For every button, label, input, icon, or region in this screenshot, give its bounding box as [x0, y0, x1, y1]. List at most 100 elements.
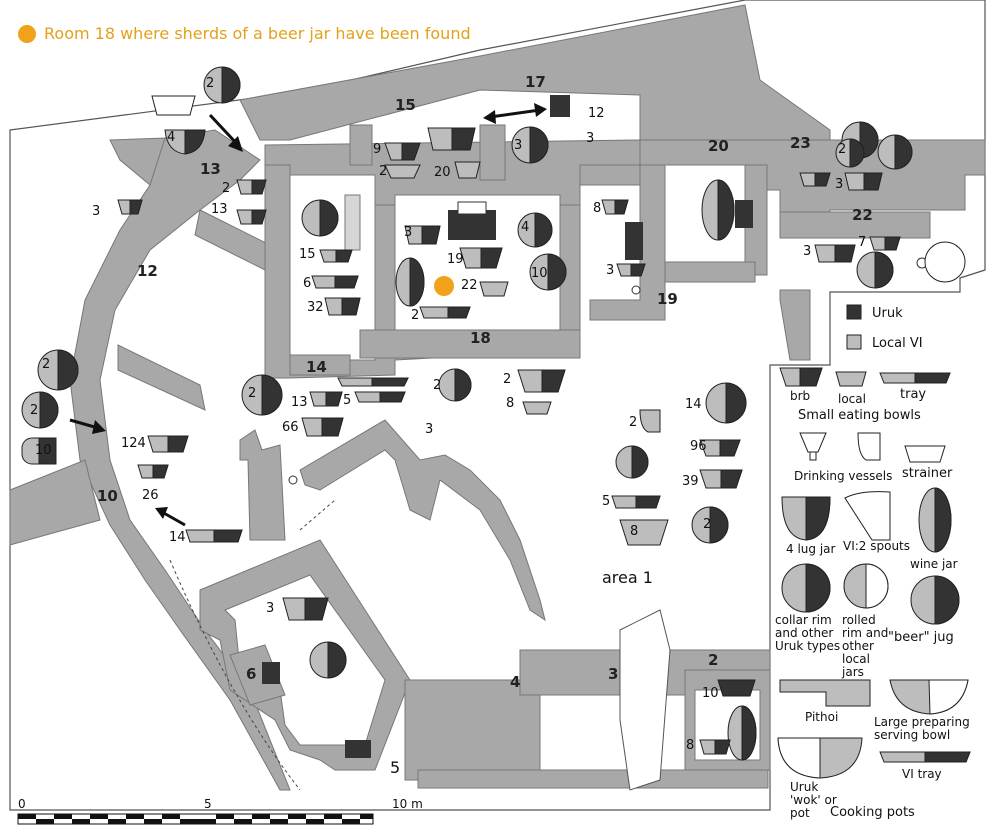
scale-bar	[17, 813, 374, 825]
legend-local: Local VI	[872, 336, 923, 351]
wall-13a	[109, 137, 166, 186]
beer-jar-marker	[434, 276, 454, 296]
legend-large-bowl: Large preparing serving bowl	[874, 715, 970, 742]
count-label: 2	[411, 308, 420, 323]
boundary-dashed	[169, 559, 301, 791]
room-18-label: 18	[470, 329, 491, 347]
count-label: 14	[169, 530, 186, 545]
area-1-label: area 1	[602, 568, 653, 587]
count-label: 3	[803, 244, 812, 259]
count-label: 3	[92, 204, 101, 219]
scale-five: 5	[204, 797, 212, 811]
posthole-19	[631, 285, 641, 295]
arrow-10	[69, 418, 99, 430]
scale-ten: 10 m	[392, 797, 423, 811]
room-5-label: 5	[390, 758, 401, 777]
legend-wok: Uruk 'wok' or pot	[790, 780, 837, 820]
count-label: 3	[514, 138, 523, 153]
beer-jar-legend: Room 18 where sherds of a beer jar have …	[18, 24, 471, 43]
scale-zero: 0	[18, 797, 26, 811]
count-label: 32	[307, 300, 324, 315]
count-label: 6	[303, 276, 312, 291]
bench	[344, 194, 361, 251]
count-label: 3	[835, 177, 844, 192]
count-label: 2	[838, 142, 847, 157]
count-label: 2	[629, 415, 638, 430]
legend-tray: tray	[900, 387, 927, 402]
arrow-17	[489, 108, 541, 119]
legend-strainer: strainer	[902, 466, 953, 481]
count-label: 13	[211, 202, 228, 217]
count-label: 19	[447, 252, 464, 267]
count-label: 3	[586, 131, 595, 146]
legend-small-eating-bowls: Small eating bowls	[798, 408, 921, 423]
curved-corridor-12	[69, 129, 291, 791]
hearth-19	[448, 210, 496, 240]
count-label: 2	[503, 372, 512, 387]
room-10-label: 10	[97, 487, 118, 505]
room-3-label: 3	[608, 665, 619, 683]
count-label: 66	[282, 420, 299, 435]
room-14-label: 14	[306, 358, 327, 376]
hearth-20	[735, 200, 753, 228]
count-label: 8	[506, 396, 515, 411]
legend-cooking-pots: Cooking pots	[830, 805, 915, 820]
count-label: 10	[702, 686, 719, 701]
count-label: 39	[682, 474, 699, 489]
room-6-inner	[229, 644, 286, 706]
wall-east-spur	[779, 289, 811, 361]
hearth-17	[550, 95, 570, 117]
count-label: 7	[858, 235, 867, 250]
room-4-label: 4	[510, 673, 521, 691]
bowl-glyphs	[117, 95, 901, 755]
hearth-5	[345, 740, 371, 758]
wall-10	[9, 459, 101, 546]
wall-12-cross	[117, 344, 206, 411]
beer-jar-legend-text: Room 18 where sherds of a beer jar have …	[44, 24, 471, 43]
count-label: 10	[35, 443, 52, 458]
count-label: 5	[343, 393, 352, 408]
count-label: 8	[686, 738, 695, 753]
hearth-19b	[625, 222, 643, 260]
room-4-block	[404, 679, 541, 781]
legend-uruk: Uruk	[872, 306, 903, 321]
count-label: 3	[404, 225, 413, 240]
legend-beer-jug: "beer" jug	[888, 630, 954, 645]
legend-collar-rim: collar rim and other Uruk types	[775, 613, 841, 653]
wall-19-east	[589, 164, 666, 321]
room-6-interior	[224, 574, 386, 746]
wall-divider-1	[479, 124, 506, 181]
swatch-local	[846, 334, 862, 350]
count-label: 2	[206, 76, 215, 91]
wall-sliver	[239, 429, 286, 541]
wall-22	[779, 211, 931, 239]
vessel-glyphs	[21, 66, 966, 761]
legend-drinking-vessels: Drinking vessels	[794, 469, 893, 483]
legend-wine-jar: wine jar	[910, 557, 958, 571]
count-label: 26	[142, 488, 159, 503]
count-label: 2	[703, 517, 712, 532]
orange-dot-icon	[18, 24, 36, 43]
count-label: 9	[373, 142, 382, 157]
count-label: 96	[690, 439, 707, 454]
arrow-26	[161, 510, 186, 527]
count-label: 2	[433, 378, 442, 393]
legend-brb: brb	[790, 389, 811, 403]
count-label: 8	[593, 201, 602, 216]
room-20-label: 20	[708, 137, 729, 155]
room-23-label: 23	[790, 134, 811, 152]
legend-spouts: VI:2 spouts	[843, 539, 911, 553]
room-17-label: 17	[525, 73, 546, 91]
hearth-6	[262, 662, 280, 684]
swatch-uruk	[846, 304, 862, 320]
count-label: 13	[291, 395, 308, 410]
wall-14	[289, 354, 351, 376]
legend-pithoi: Pithoi	[805, 710, 839, 724]
count-label: 4	[167, 130, 176, 145]
legend-local-bowl: local	[838, 392, 866, 406]
count-label: 5	[602, 494, 611, 509]
room-19-label: 19	[657, 290, 678, 308]
legend-vi-tray: VI tray	[902, 767, 942, 781]
